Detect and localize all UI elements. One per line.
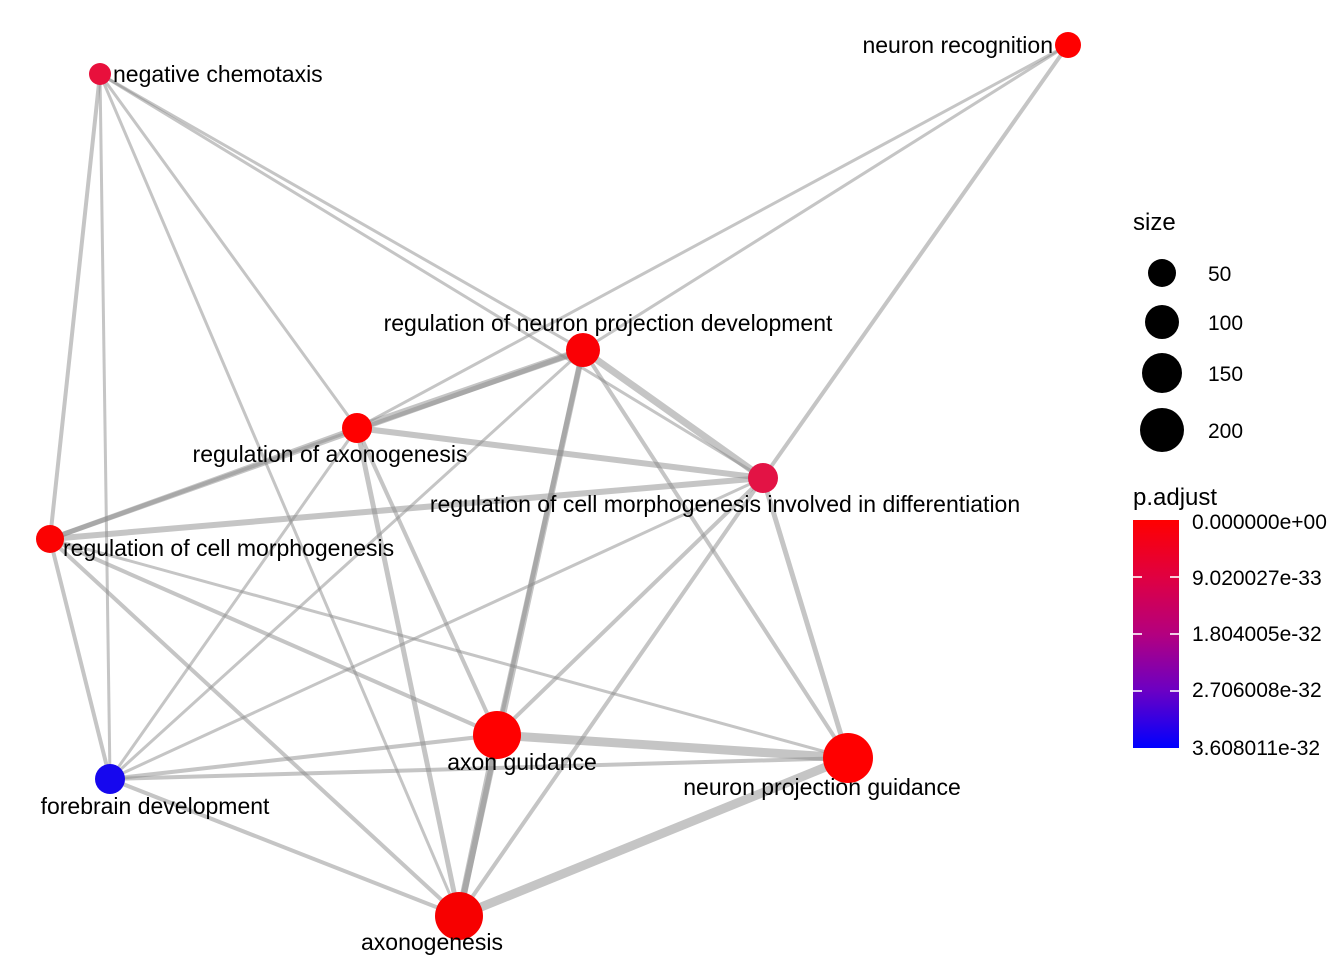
edge-F-G (48, 537, 499, 737)
edge-D-I (108, 426, 359, 781)
go-term-label-H: neuron projection guidance (683, 774, 960, 800)
edge-B-D (355, 43, 1070, 430)
go-term-label-I: forebrain development (41, 793, 270, 819)
go-term-node-G (473, 711, 521, 759)
go-term-node-J (435, 892, 483, 940)
node-labels-layer: negative chemotaxis neuron recognition reg… (41, 32, 1053, 955)
edge-G-I (108, 733, 499, 781)
go-term-label-G: axon guidance (447, 749, 597, 775)
edges-layer (47, 43, 1070, 921)
edge-I-J (108, 777, 461, 918)
size-legend-value-50: 50 (1208, 263, 1231, 286)
edge-H-J (454, 753, 853, 921)
edge-H-I (108, 756, 850, 781)
nodes-layer (36, 32, 1081, 940)
go-term-label-B: neuron recognition (862, 32, 1053, 58)
size-legend-value-200: 200 (1208, 420, 1243, 443)
edge-B-E (761, 43, 1070, 480)
size-legend-dot-50 (1148, 259, 1176, 287)
padjust-legend-title: p.adjust (1133, 484, 1217, 511)
edge-E-J (457, 476, 765, 918)
edge-F-I (48, 537, 112, 781)
go-term-node-F (36, 525, 64, 553)
size-legend-dot-150 (1142, 353, 1182, 393)
go-term-node-C (566, 333, 600, 367)
edge-B-C (581, 43, 1070, 352)
size-legend-dot-200 (1140, 408, 1184, 452)
go-term-node-A (89, 63, 111, 85)
go-term-label-F: regulation of cell morphogenesis (63, 535, 394, 561)
padjust-tick-label-1: 9.020027e-33 (1192, 567, 1322, 590)
go-term-label-C: regulation of neuron projection developm… (384, 310, 833, 336)
padjust-tick-label-3: 2.706008e-32 (1192, 679, 1322, 702)
size-legend-value-100: 100 (1208, 312, 1243, 335)
go-term-label-D: regulation of axonogenesis (193, 441, 468, 467)
edge-F-H (48, 537, 850, 760)
go-term-node-E (748, 463, 778, 493)
edge-E-G (495, 476, 765, 737)
edge-E-F (47, 475, 766, 542)
edge-G-J (455, 731, 501, 920)
padjust-tick-label-0: 0.000000e+00 (1192, 511, 1327, 534)
go-term-node-H (823, 733, 873, 783)
edge-D-F (47, 425, 360, 542)
go-term-node-B (1055, 32, 1081, 58)
edge-A-J (98, 72, 461, 918)
edge-D-E (354, 425, 766, 481)
edge-E-I (108, 476, 765, 781)
edge-A-E (98, 72, 765, 480)
edge-E-H (760, 475, 851, 761)
edge-A-I (98, 72, 112, 781)
edge-A-F (48, 72, 102, 541)
edge-A-C (98, 72, 585, 352)
edge-C-H (581, 348, 850, 760)
size-legend: size 50 100 150 200 (1133, 209, 1243, 452)
edge-F-J (48, 537, 461, 918)
edge-G-H (492, 730, 853, 763)
go-term-label-E: regulation of cell morphogenesis involve… (430, 491, 1020, 517)
edge-C-I (108, 348, 585, 781)
padjust-tick-label-4: 3.608011e-32 (1192, 737, 1320, 760)
size-legend-title: size (1133, 209, 1176, 236)
edge-C-E (579, 346, 767, 482)
edge-A-D (98, 72, 359, 430)
padjust-tick-label-2: 1.804005e-32 (1192, 623, 1322, 646)
size-legend-dot-100 (1145, 305, 1179, 339)
go-term-node-I (95, 764, 125, 794)
go-term-node-D (342, 413, 372, 443)
size-legend-value-150: 150 (1208, 363, 1243, 386)
go-term-label-J: axonogenesis (361, 929, 503, 955)
edge-D-G (355, 426, 499, 737)
go-term-label-A: negative chemotaxis (113, 61, 323, 87)
